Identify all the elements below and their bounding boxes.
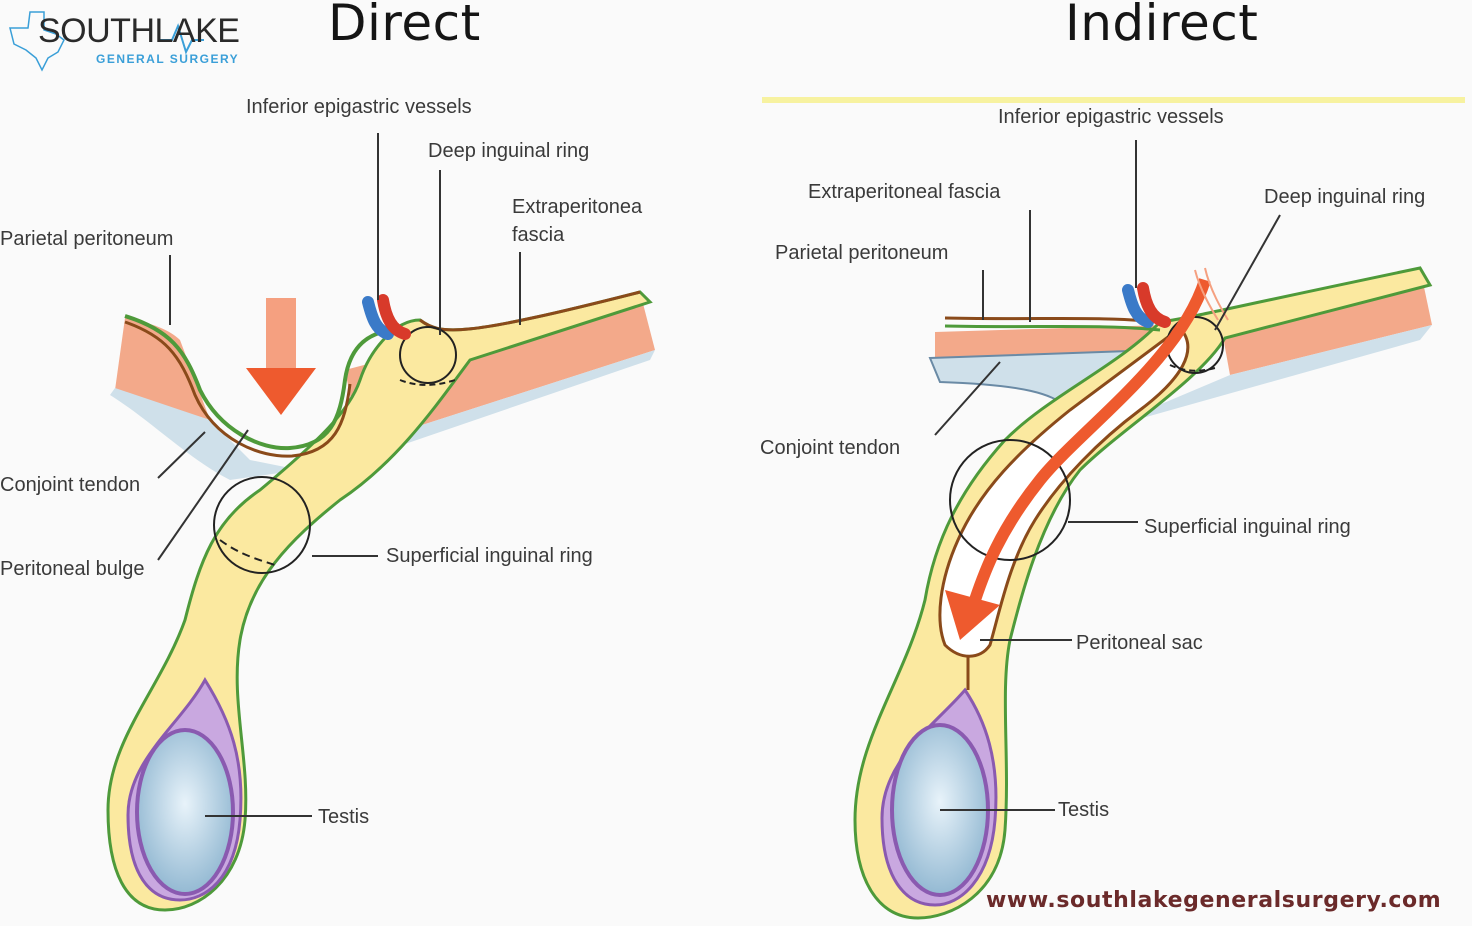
superficial-ring-direct xyxy=(213,476,311,574)
label-extraperitoneal-fascia-indirect: Extraperitoneal fascia xyxy=(808,181,1001,203)
inferior-epigastric-artery-indirect xyxy=(1137,282,1171,328)
superficial-ring-dash xyxy=(219,539,276,566)
left-wall-muscle xyxy=(115,318,210,420)
arrow-trail xyxy=(1194,269,1219,321)
direct-leader-lines xyxy=(157,133,521,817)
indirect-leader-lines xyxy=(934,140,1281,811)
label-parietal-peritoneum-direct: Parietal peritoneum xyxy=(0,228,174,250)
label-deep-inguinal-ring-indirect: Deep inguinal ring xyxy=(1264,186,1426,208)
inferior-epigastric-vein xyxy=(362,296,394,340)
label-conjoint-tendon-indirect: Conjoint tendon xyxy=(760,437,901,459)
direct-hernia-diagram xyxy=(106,133,655,912)
label-deep-inguinal-ring-direct: Deep inguinal ring xyxy=(428,140,590,162)
peritoneum-green-indirect xyxy=(944,324,1161,332)
direct-testis xyxy=(126,677,243,902)
parietal-peritoneum-direct xyxy=(124,314,401,451)
logo-name: SOUTHLAKE xyxy=(38,12,240,50)
texas-outline-logo xyxy=(9,11,65,72)
arrow-head xyxy=(246,368,316,415)
heartbeat-icon xyxy=(160,23,204,55)
label-extraperitoneal-fascia-direct-2: fascia xyxy=(512,224,565,246)
arrow-trail xyxy=(1204,267,1229,321)
label-superficial-inguinal-ring-direct: Superficial inguinal ring xyxy=(386,545,593,567)
deep-ring-dash xyxy=(399,379,456,386)
superficial-ring-indirect xyxy=(949,439,1071,561)
website-url: www.southlakegeneralsurgery.com xyxy=(986,888,1442,913)
label-peritoneal-bulge: Peritoneal bulge xyxy=(0,558,145,580)
left-wall-fascia xyxy=(110,388,300,480)
abdominal-wall-fascia-indirect xyxy=(1100,325,1432,430)
spermatic-cord-indirect xyxy=(853,266,1433,920)
testis-body xyxy=(135,728,235,896)
label-testis-direct: Testis xyxy=(318,806,370,828)
label-peritoneal-sac: Peritoneal sac xyxy=(1076,632,1203,654)
label-extraperitoneal-fascia-direct-1: Extraperitonea xyxy=(512,196,643,218)
arrow-path xyxy=(969,278,1211,602)
cord-outline-brown xyxy=(419,290,641,332)
indirect-herniation-arrow xyxy=(945,267,1229,640)
indirect-hernia-diagram xyxy=(853,140,1433,920)
heading-indirect: Indirect xyxy=(1065,0,1259,52)
deep-ring-direct xyxy=(399,326,457,384)
label-inferior-epigastric-vessels-direct: Inferior epigastric vessels xyxy=(246,96,472,118)
label-parietal-peritoneum-indirect: Parietal peritoneum xyxy=(775,242,949,264)
leader xyxy=(1214,214,1281,331)
inferior-epigastric-vein-indirect xyxy=(1122,284,1154,328)
label-inferior-epigastric-vessels-indirect: Inferior epigastric vessels xyxy=(998,106,1224,128)
inferior-epigastric-artery xyxy=(377,294,411,340)
arrow-head xyxy=(945,590,1000,640)
heading-direct: Direct xyxy=(328,0,481,52)
logo-tagline: GENERAL SURGERY xyxy=(96,52,240,66)
label-conjoint-tendon-direct: Conjoint tendon xyxy=(0,474,141,496)
peritoneal-sac xyxy=(938,325,1190,658)
left-wall-indirect xyxy=(935,325,1165,358)
leader xyxy=(157,429,249,561)
label-testis-indirect: Testis xyxy=(1058,799,1110,821)
leader xyxy=(157,431,206,479)
leader xyxy=(934,361,1001,436)
arrow-shaft xyxy=(266,298,296,370)
deep-ring-dash xyxy=(1169,364,1216,372)
label-superficial-inguinal-ring-indirect: Superficial inguinal ring xyxy=(1144,516,1351,538)
parietal-peritoneum-indirect xyxy=(944,316,1161,324)
direct-herniation-arrow xyxy=(246,298,316,415)
